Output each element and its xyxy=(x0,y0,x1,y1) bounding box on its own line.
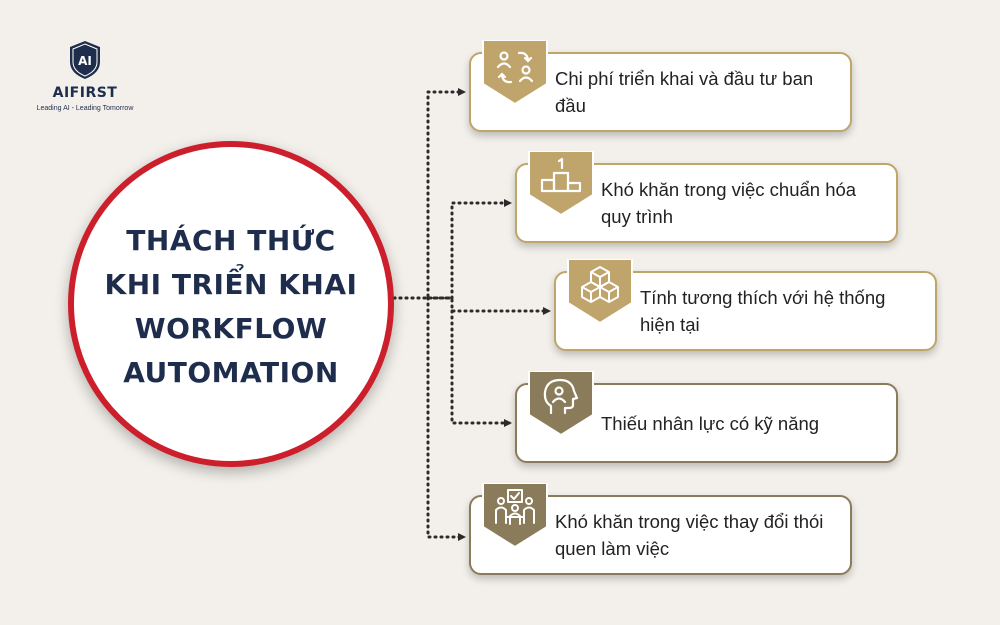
challenge-card-2: Khó khăn trong việc chuẩn hóa quy trình xyxy=(515,151,898,243)
challenge-badge-3 xyxy=(566,259,634,325)
team-checklist-icon xyxy=(482,483,548,549)
brand-name: AIFIRST xyxy=(52,85,118,101)
head-person-icon xyxy=(528,371,594,437)
challenge-text-3: Tính tương thích với hệ thống hiện tại xyxy=(640,287,886,335)
hub-line-3: WORKFLOW xyxy=(134,312,328,345)
central-topic-circle: THÁCH THỨC KHI TRIỂN KHAI WORKFLOW AUTOM… xyxy=(68,141,394,467)
challenge-text-1: Chi phí triển khai và đầu tư ban đầu xyxy=(555,68,814,116)
hub-line-1: THÁCH THỨC xyxy=(126,224,336,257)
challenge-text-4: Thiếu nhân lực có kỹ năng xyxy=(601,412,820,434)
central-topic-title: THÁCH THỨC KHI TRIỂN KHAI WORKFLOW AUTOM… xyxy=(105,219,358,395)
hub-line-2: KHI TRIỂN KHAI xyxy=(104,268,358,301)
connector-5 xyxy=(426,296,466,541)
shield-logo-icon: AI xyxy=(70,41,100,79)
hub-line-4: AUTOMATION xyxy=(123,356,339,389)
connector-3 xyxy=(386,296,551,315)
challenge-card-4: Thiếu nhân lực có kỹ năng xyxy=(515,371,898,463)
brand-logo: AI AIFIRST Leading AI - Leading Tomorrow xyxy=(30,40,140,112)
connector-2 xyxy=(426,199,512,300)
podium-icon xyxy=(528,151,594,217)
cubes-icon xyxy=(567,259,633,325)
challenge-badge-4 xyxy=(527,371,595,437)
challenge-badge-2 xyxy=(527,151,595,217)
brand-tagline: Leading AI - Leading Tomorrow xyxy=(36,105,134,112)
challenge-card-3: Tính tương thích với hệ thống hiện tại xyxy=(554,259,937,351)
challenge-text-2: Khó khăn trong việc chuẩn hóa quy trình xyxy=(601,179,857,227)
logo-mark: AI xyxy=(78,54,92,68)
challenge-card-5: Khó khăn trong việc thay đổi thói quen l… xyxy=(469,483,852,575)
challenge-text-5: Khó khăn trong việc thay đổi thói quen l… xyxy=(555,511,824,559)
challenge-card-1: Chi phí triển khai và đầu tư ban đầu xyxy=(469,40,852,132)
challenge-badge-1 xyxy=(481,40,549,106)
connector-4 xyxy=(450,309,512,427)
challenge-badge-5 xyxy=(481,483,549,549)
people-cost-icon xyxy=(482,40,548,106)
